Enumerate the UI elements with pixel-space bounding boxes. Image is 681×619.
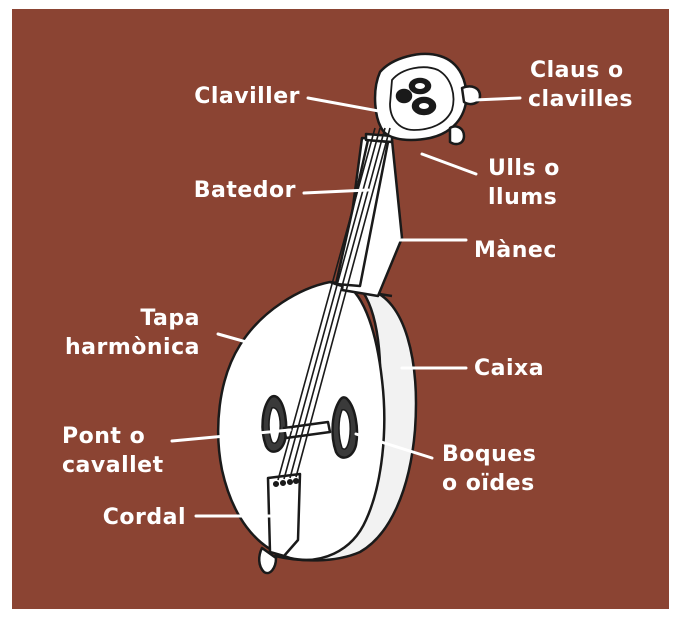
label-tapa-line1: Tapa: [26, 304, 200, 333]
label-batedor: Batedor: [150, 176, 296, 205]
label-boques-line1: Boques: [442, 440, 536, 469]
soundhole-left-inner: [269, 408, 280, 443]
peg-3: [397, 90, 411, 102]
label-claviller: Claviller: [160, 82, 300, 111]
label-cordal: Cordal: [70, 503, 186, 532]
label-pont-line2: cavallet: [62, 451, 164, 480]
label-tapa-line2: harmònica: [26, 333, 200, 362]
leader-ulls: [422, 154, 476, 174]
label-claus: Claus o clavilles: [528, 56, 633, 114]
label-boques-line2: o oïdes: [442, 469, 536, 498]
label-claus-line1: Claus o: [528, 56, 633, 85]
leader-claviller: [308, 98, 384, 112]
label-ulls-line1: Ulls o: [488, 154, 560, 183]
leader-claus: [474, 98, 520, 100]
instrument-body: [218, 54, 480, 573]
label-pont-line1: Pont o: [62, 422, 164, 451]
label-manec: Mànec: [474, 236, 557, 265]
label-boques: Boques o oïdes: [442, 440, 536, 498]
label-ulls-line2: llums: [488, 183, 560, 212]
soundhole-right-inner: [339, 410, 350, 449]
label-pont: Pont o cavallet: [62, 422, 164, 480]
peg-knob-bottom: [450, 126, 464, 144]
label-ulls: Ulls o llums: [488, 154, 560, 212]
peg-knob-right: [462, 86, 480, 104]
label-claus-line2: clavilles: [528, 85, 633, 114]
label-caixa: Caixa: [474, 354, 544, 383]
label-tapa: Tapa harmònica: [26, 304, 200, 362]
soundboard: [218, 282, 384, 560]
